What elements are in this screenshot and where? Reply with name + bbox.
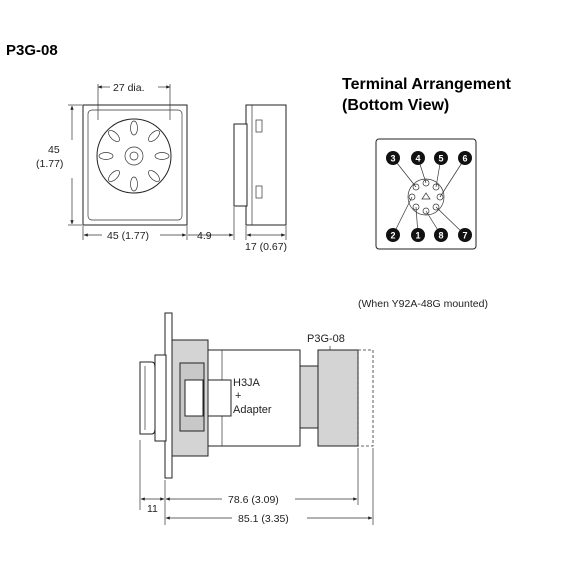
assembly-drawing (139, 312, 374, 479)
pin-marker: 5 (434, 151, 448, 165)
gap-label: 4.9 (197, 230, 212, 242)
device-line-3: Adapter (233, 404, 272, 416)
svg-text:3: 3 (390, 154, 395, 164)
terminal-diagram: 3 4 5 6 2 1 8 7 (375, 138, 477, 250)
terminal-heading-1: Terminal Arrangement (342, 76, 512, 93)
pin-marker: 4 (411, 151, 425, 165)
side-view: 4.9 17 (0.67) (188, 104, 287, 253)
depth-label: 17 (0.67) (245, 241, 287, 253)
svg-text:1: 1 (415, 231, 420, 241)
terminal-heading-2: (Bottom View) (342, 97, 449, 114)
device-line-1: H3JA (233, 377, 261, 389)
height-label-1: 45 (48, 144, 60, 156)
front-view: 27 dia. 45 (1.77) 45 (1.77) (36, 82, 188, 242)
dim-85-label: 85.1 (3.35) (238, 513, 289, 525)
svg-text:7: 7 (462, 231, 467, 241)
page-title: P3G-08 (6, 42, 58, 59)
pin-marker: 1 (411, 228, 425, 242)
mounted-note: (When Y92A-48G mounted) (358, 298, 488, 310)
svg-text:4: 4 (415, 154, 420, 164)
height-label-2: (1.77) (36, 158, 63, 170)
svg-text:8: 8 (438, 231, 443, 241)
svg-text:6: 6 (462, 154, 467, 164)
assembly-dimensions: 11 78.6 (3.09) 85.1 (3.35) (139, 440, 374, 525)
width-label: 45 (1.77) (107, 230, 149, 242)
pin-marker: 6 (458, 151, 472, 165)
pin-marker: 7 (458, 228, 472, 242)
pin-marker: 2 (386, 228, 400, 242)
dim-front-label: 11 (147, 503, 158, 515)
socket-label: P3G-08 (307, 333, 345, 345)
device-line-2: + (235, 390, 241, 402)
svg-text:5: 5 (438, 154, 443, 164)
dim-78-label: 78.6 (3.09) (228, 494, 279, 506)
pin-marker: 8 (434, 228, 448, 242)
dia-label: 27 dia. (113, 82, 145, 94)
svg-text:2: 2 (390, 231, 395, 241)
pin-marker: 3 (386, 151, 400, 165)
